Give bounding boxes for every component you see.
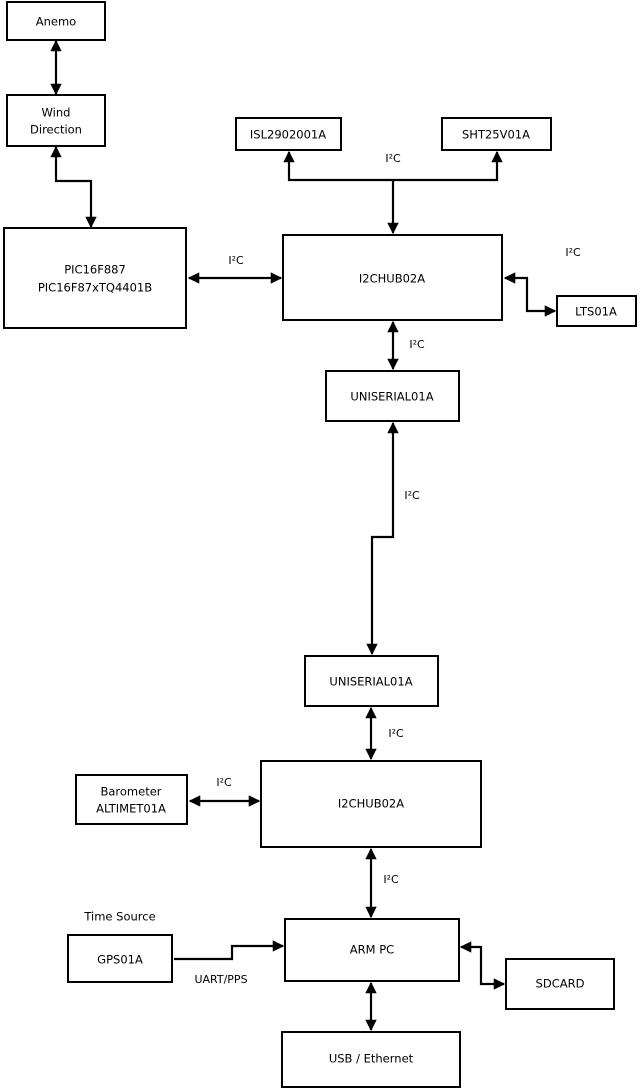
node-lts01a-label: LTS01A — [575, 305, 617, 319]
edge-gps-arm-pc — [174, 940, 285, 961]
node-anemo-label: Anemo — [36, 15, 76, 29]
edge-hub-top-lts — [503, 272, 557, 317]
edge-arm-pc-sdcard — [459, 941, 506, 990]
node-anemo[interactable]: Anemo — [6, 1, 106, 41]
node-uniserial01a-lower-label: UNISERIAL01A — [329, 675, 412, 689]
node-i2chub02a-top[interactable]: I2CHUB02A — [282, 234, 503, 321]
node-i2chub02a-top-label: I2CHUB02A — [359, 272, 425, 286]
node-uniserial01a-upper-label: UNISERIAL01A — [350, 390, 433, 404]
node-pic16f887-label-line1: PIC16F887 — [64, 263, 126, 277]
edges-layer — [50, 39, 557, 1032]
node-pic16f887[interactable]: PIC16F887 PIC16F87xTQ4401B — [3, 227, 187, 329]
node-gps01a[interactable]: GPS01A — [67, 934, 173, 983]
node-wind-direction[interactable]: Wind Direction — [6, 94, 106, 147]
edge-wind-direction-pic — [50, 145, 97, 229]
node-wind-direction-label-line2: Direction — [30, 123, 82, 137]
node-sht25v01a[interactable]: SHT25V01A — [441, 117, 552, 151]
node-usb-ethernet[interactable]: USB / Ethernet — [281, 1031, 461, 1088]
node-barometer-label-line1: Barometer — [100, 785, 161, 799]
node-uniserial01a-upper[interactable]: UNISERIAL01A — [325, 370, 460, 422]
edge-label-i2c-hub-uniserial: I²C — [409, 338, 425, 351]
node-isl2902001a[interactable]: ISL2902001A — [235, 117, 342, 151]
edge-label-i2c-uniserial-link: I²C — [404, 489, 420, 502]
edge-label-i2c-barometer-hub2: I²C — [216, 776, 232, 789]
node-arm-pc-label: ARM PC — [350, 943, 394, 957]
node-sdcard[interactable]: SDCARD — [505, 958, 615, 1010]
edge-label-i2c-hub2-arm: I²C — [383, 873, 399, 886]
edge-label-i2c-hub-lts: I²C — [565, 246, 581, 259]
node-pic16f887-label-line2: PIC16F87xTQ4401B — [38, 281, 152, 295]
edge-label-i2c-hub-sensors: I²C — [385, 152, 401, 165]
edge-label-uart-pps: UART/PPS — [194, 973, 247, 986]
edge-label-i2c-pic-hub: I²C — [228, 254, 244, 267]
node-isl2902001a-label: ISL2902001A — [250, 128, 326, 142]
node-barometer-label-line2: ALTIMET01A — [96, 802, 166, 816]
node-lts01a[interactable]: LTS01A — [556, 295, 637, 327]
node-i2chub02a-bottom[interactable]: I2CHUB02A — [260, 760, 482, 848]
node-sht25v01a-label: SHT25V01A — [462, 128, 530, 142]
node-usb-ethernet-label: USB / Ethernet — [329, 1052, 414, 1066]
node-i2chub02a-bottom-label: I2CHUB02A — [338, 797, 404, 811]
node-arm-pc[interactable]: ARM PC — [284, 918, 460, 982]
node-barometer-altimet01a[interactable]: Barometer ALTIMET01A — [75, 774, 188, 825]
node-uniserial01a-lower[interactable]: UNISERIAL01A — [304, 655, 439, 707]
node-gps01a-label: GPS01A — [97, 953, 143, 967]
node-wind-direction-label-line1: Wind — [42, 106, 71, 120]
labels-layer: Time Source I²C I²C I²C I²C I²C I²C I²C … — [83, 152, 581, 986]
node-sdcard-label: SDCARD — [536, 977, 585, 991]
edge-uniserial1-uniserial2 — [366, 421, 399, 656]
nodes-layer: Anemo Wind Direction PIC16F887 PIC16F87x… — [3, 1, 637, 1088]
label-time-source: Time Source — [83, 910, 155, 924]
edge-label-i2c-uniserial2-hub2: I²C — [388, 727, 404, 740]
